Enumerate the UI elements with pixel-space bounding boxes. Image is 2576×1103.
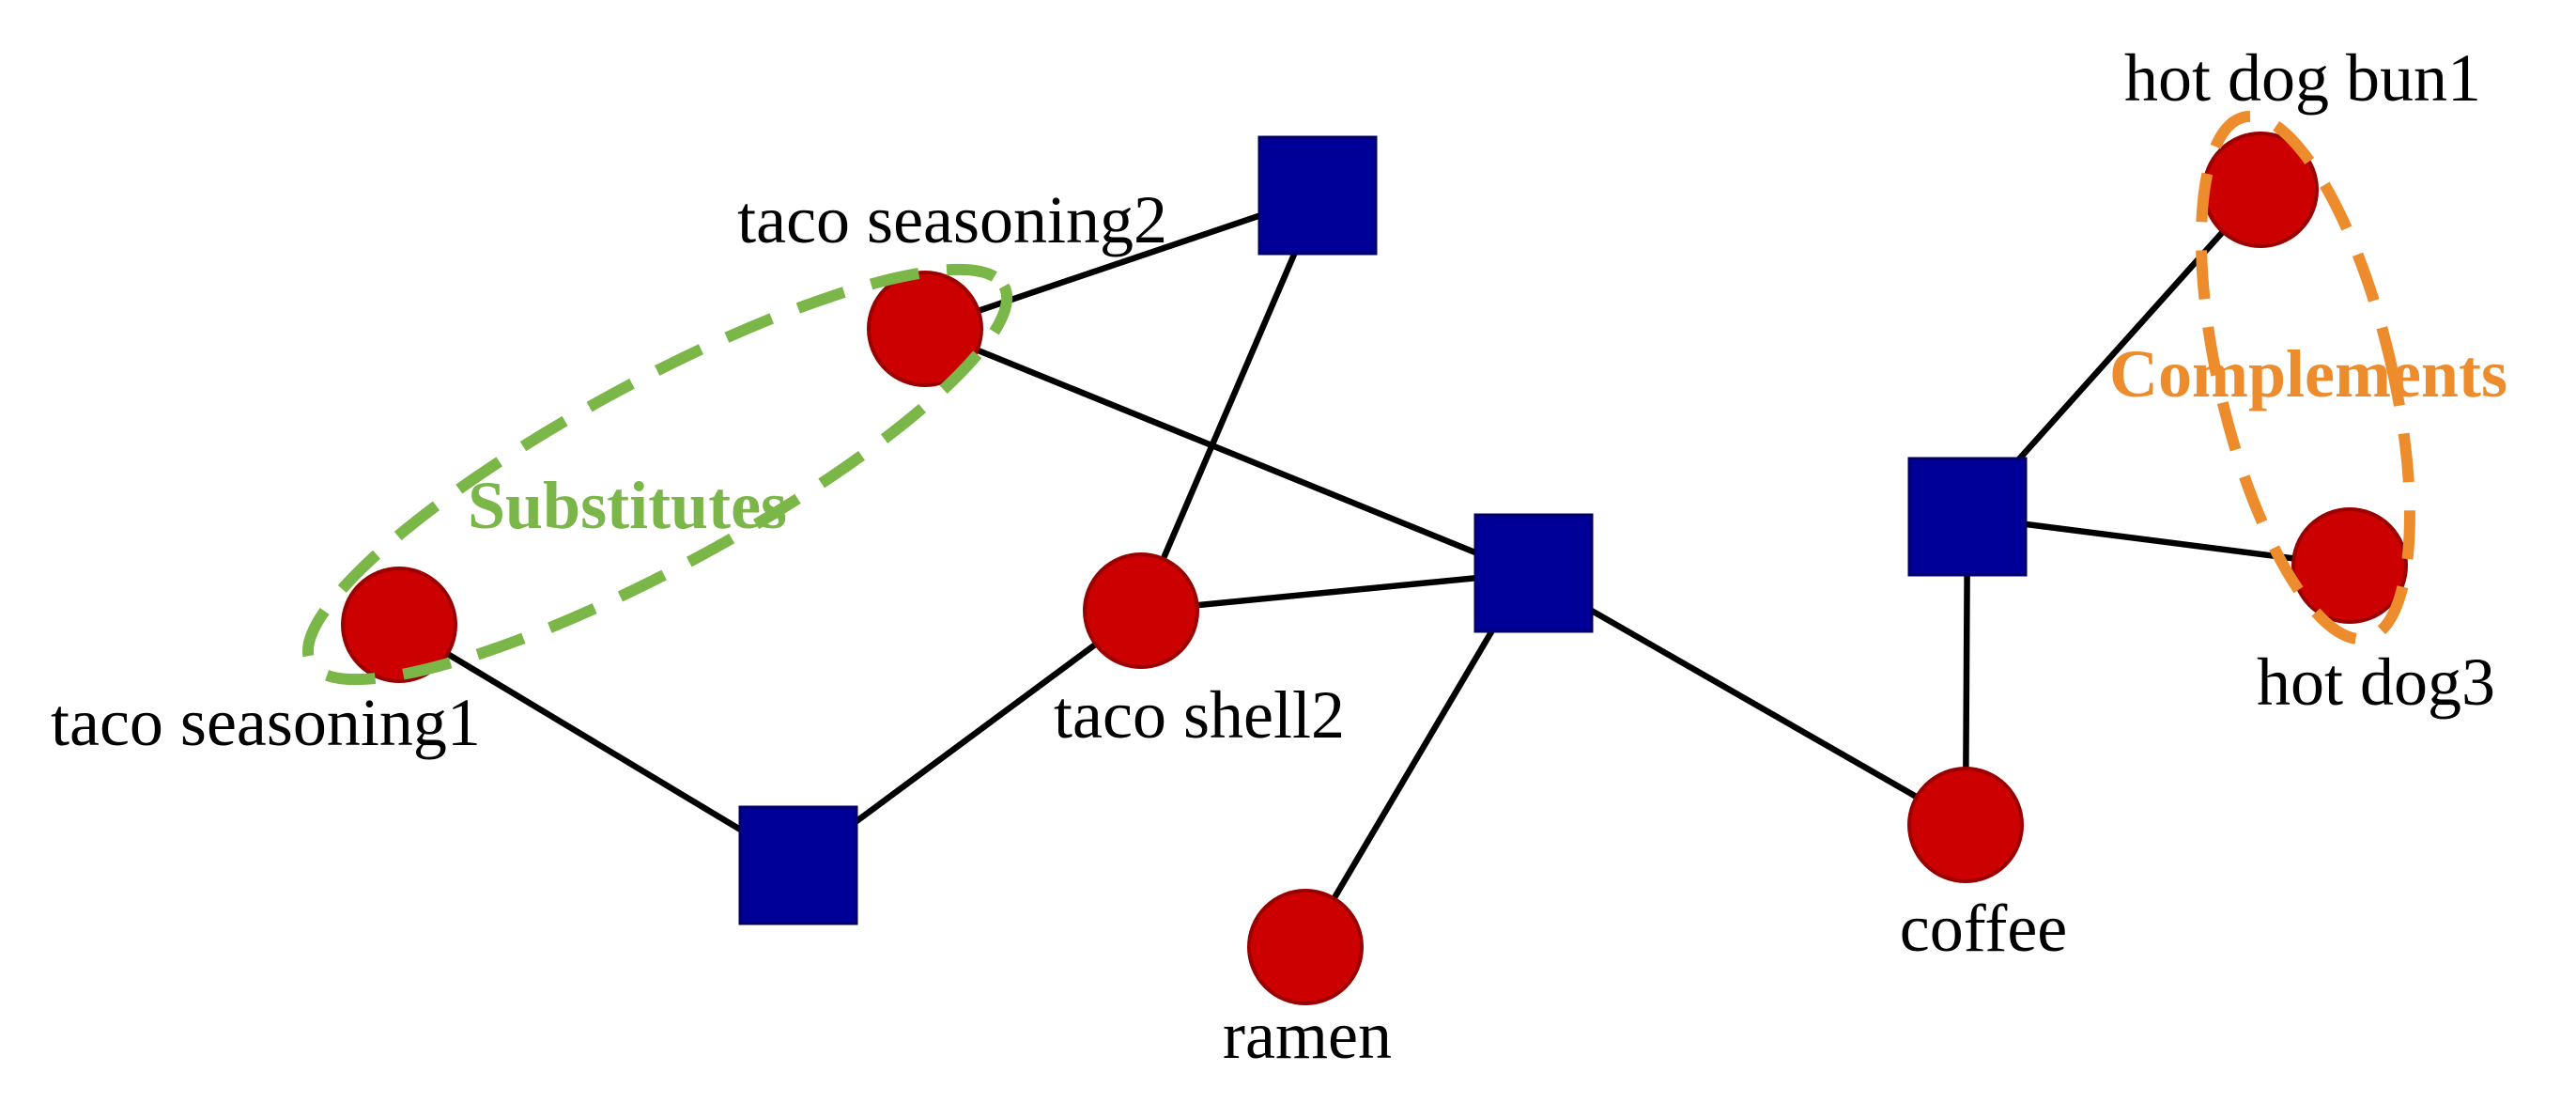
- group-labels: Substitutes Complements: [468, 336, 2507, 543]
- edge-coffee-basket-center: [1522, 569, 1969, 829]
- node-taco-shell2: [1083, 552, 1199, 669]
- node-ramen: [1247, 889, 1364, 1005]
- complements-outline: [2196, 110, 2415, 645]
- node-coffee: [1907, 767, 2024, 883]
- label-taco-seasoning2: taco seasoning2: [737, 182, 1167, 257]
- node-hot-dog3: [2291, 507, 2408, 624]
- node-taco-seasoning1: [341, 567, 457, 683]
- label-complements: Complements: [2109, 336, 2507, 412]
- label-substitutes: Substitutes: [468, 468, 787, 543]
- basket-nodes: [738, 135, 2028, 925]
- basket-node-center: [1473, 513, 1594, 633]
- label-taco-shell2: taco shell2: [1054, 677, 1345, 753]
- edge-ramen-basket-center: [1302, 569, 1530, 951]
- label-hot-dog3: hot dog3: [2257, 645, 2495, 720]
- node-taco-seasoning2: [867, 271, 983, 387]
- label-taco-seasoning1: taco seasoning1: [51, 685, 481, 760]
- basket-node-right: [1907, 457, 2028, 577]
- label-ramen: ramen: [1223, 998, 1392, 1073]
- item-nodes: [341, 132, 2408, 1005]
- node-labels: taco seasoning2 taco seasoning1 taco she…: [51, 40, 2495, 1073]
- label-coffee: coffee: [1900, 891, 2068, 966]
- label-hot-dog-bun1: hot dog bun1: [2124, 40, 2481, 116]
- edge-ts2-basket-center: [921, 325, 1530, 577]
- edge-ts1-basket-bottom: [395, 621, 802, 868]
- edge-shell2-basket-top: [1137, 192, 1323, 614]
- edges: [395, 186, 2353, 951]
- basket-node-bottom: [738, 805, 858, 925]
- edge-shell2-basket-center: [1137, 569, 1530, 614]
- edge-hotdog3-basket-right: [1964, 513, 2353, 569]
- basket-node-top: [1257, 135, 1378, 256]
- complements-dashed-ellipse: [2196, 110, 2415, 645]
- edge-ts2-basket-top: [921, 192, 1323, 333]
